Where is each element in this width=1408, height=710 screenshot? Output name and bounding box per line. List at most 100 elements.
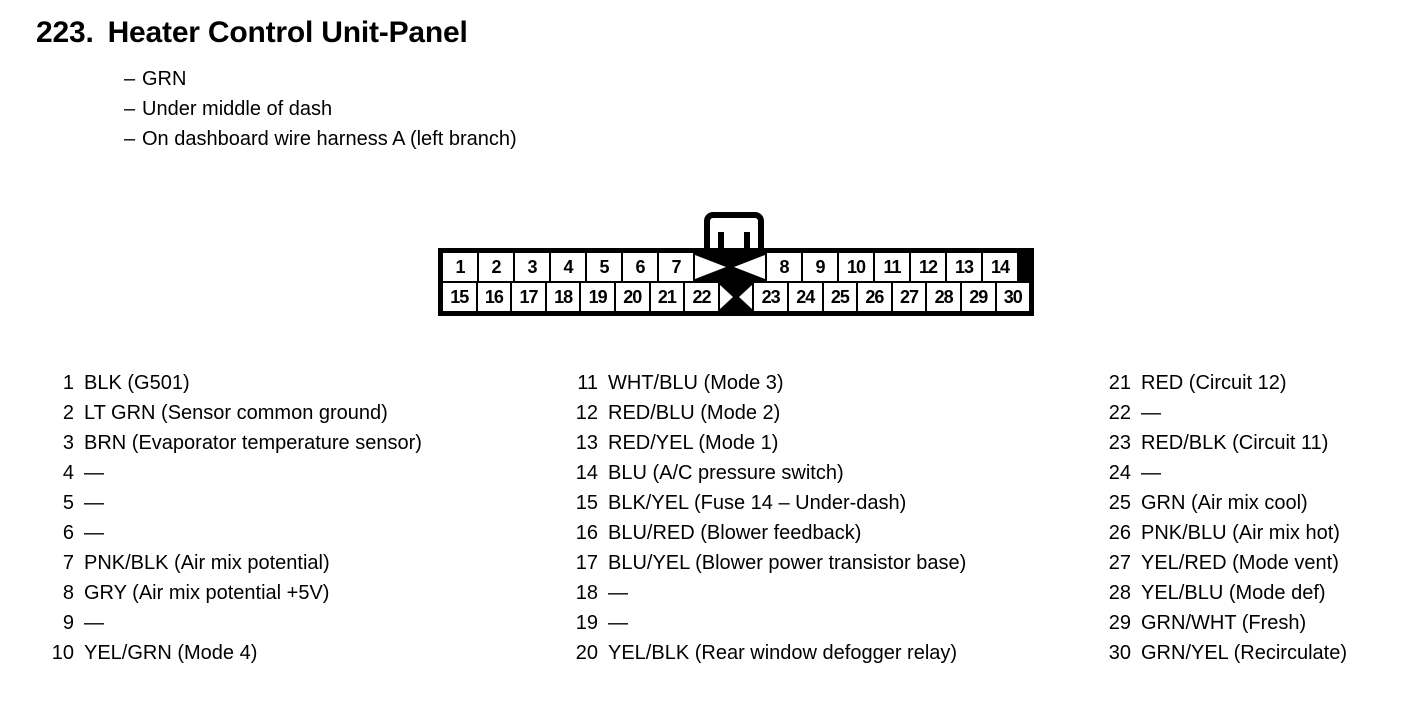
- connector-pin-21[interactable]: 21: [650, 283, 684, 311]
- connector-blank-cavity-top: [695, 253, 765, 281]
- connector-attribute-2: –Under middle of dash: [124, 94, 1376, 124]
- pin-legend-row: 13 RED/YEL (Mode 1): [572, 428, 1092, 458]
- pin-legend-label: RED (Circuit 12): [1141, 372, 1287, 394]
- connector-pin-30[interactable]: 30: [996, 283, 1030, 311]
- connector-pin-3[interactable]: 3: [515, 253, 549, 281]
- pin-legend-label: BLU (A/C pressure switch): [608, 462, 844, 484]
- pin-legend-label: YEL/GRN (Mode 4): [84, 642, 258, 664]
- pin-legend-row: 19 —: [572, 608, 1092, 638]
- pin-legend-label: BRN (Evaporator temperature sensor): [84, 432, 422, 454]
- connector-pin-14[interactable]: 14: [983, 253, 1017, 281]
- pin-legend-number: 26: [1108, 522, 1131, 544]
- connector-pin-18[interactable]: 18: [546, 283, 580, 311]
- pin-legend-label: —: [608, 612, 628, 634]
- connector-pin-17[interactable]: 17: [512, 283, 545, 311]
- pin-legend-number: 12: [575, 402, 598, 424]
- connector-pin-12[interactable]: 12: [911, 253, 945, 281]
- connector-pin-28[interactable]: 28: [927, 283, 960, 311]
- pin-legend-row: 9—: [48, 608, 548, 638]
- header-block: 223.Heater Control Unit-Panel –GRN–Under…: [36, 14, 1376, 154]
- pin-legend-number: 13: [575, 432, 598, 454]
- connector-attribute-1: –GRN: [124, 64, 1376, 94]
- connector-attribute-label: Under middle of dash: [142, 97, 333, 120]
- pin-legend-number: 20: [575, 642, 598, 664]
- connector-pin-7[interactable]: 7: [659, 253, 693, 281]
- connector-pin-4[interactable]: 4: [551, 253, 585, 281]
- pin-legend-number: 7: [62, 552, 74, 574]
- connector-pin-8[interactable]: 8: [767, 253, 801, 281]
- blank-x-wedge-left-icon: [719, 285, 733, 309]
- connector-pin-5[interactable]: 5: [587, 253, 621, 281]
- connector-pin-29[interactable]: 29: [961, 283, 995, 311]
- connector-attributes-list: –GRN–Under middle of dash–On dashboard w…: [124, 64, 1376, 154]
- pin-legend-number: 16: [575, 522, 598, 544]
- pin-legend-number: 18: [575, 582, 598, 604]
- pin-legend-number: 23: [1108, 432, 1131, 454]
- blank-x-wedge-left-icon: [695, 255, 726, 279]
- pin-legend-row: 2 LT GRN (Sensor common ground): [48, 398, 548, 428]
- connector-pin-24[interactable]: 24: [788, 283, 822, 311]
- connector-pin-20[interactable]: 20: [615, 283, 649, 311]
- pin-legend-label: WHT/BLU (Mode 3): [608, 372, 784, 394]
- connector-pin-2[interactable]: 2: [479, 253, 513, 281]
- pin-legend-number: 25: [1108, 492, 1131, 514]
- pin-legend-label: RED/YEL (Mode 1): [608, 432, 779, 454]
- connector-pin-11[interactable]: 11: [875, 253, 909, 281]
- connector-pin-26[interactable]: 26: [858, 283, 891, 311]
- blank-x-wedge-right-icon: [739, 285, 753, 309]
- pin-legend-label: RED/BLK (Circuit 11): [1141, 432, 1329, 454]
- bullet-dash-icon: –: [124, 97, 136, 120]
- connector-pin-9[interactable]: 9: [803, 253, 837, 281]
- connector-pin-22[interactable]: 22: [685, 283, 718, 311]
- pin-legend-label: BLU/YEL (Blower power transistor base): [608, 552, 967, 574]
- connector-attribute-3: –On dashboard wire harness A (left branc…: [124, 124, 1376, 154]
- pin-legend-number: 2: [62, 402, 74, 424]
- pin-legend-number: 22: [1108, 402, 1131, 424]
- pin-legend-row: 26 PNK/BLU (Air mix hot): [1105, 518, 1405, 548]
- pin-legend-number: 3: [62, 432, 74, 454]
- connector-pin-27[interactable]: 27: [892, 283, 926, 311]
- connector-pin-19[interactable]: 19: [581, 283, 614, 311]
- pin-legend-number: 19: [575, 612, 598, 634]
- connector-pin-1[interactable]: 1: [443, 253, 477, 281]
- bullet-dash-icon: –: [124, 127, 136, 150]
- pin-legend-label: —: [84, 612, 104, 634]
- pin-legend-label: GRY (Air mix potential +5V): [84, 582, 330, 604]
- pin-legend-number: 29: [1108, 612, 1131, 634]
- pin-legend-number: 15: [575, 492, 598, 514]
- pin-legend-number: 21: [1108, 372, 1131, 394]
- connector-pin-13[interactable]: 13: [947, 253, 981, 281]
- pin-legend-label: LT GRN (Sensor common ground): [84, 402, 388, 424]
- pin-legend-label: —: [84, 522, 104, 544]
- page-title-text: Heater Control Unit-Panel: [107, 16, 468, 49]
- locking-tab-icon: [704, 212, 764, 256]
- connector-pin-16[interactable]: 16: [477, 283, 511, 311]
- pin-legend-row: 3 BRN (Evaporator temperature sensor): [48, 428, 548, 458]
- pin-legend-label: BLK (G501): [84, 372, 190, 394]
- connector-pin-10[interactable]: 10: [839, 253, 873, 281]
- pin-legend-number: 9: [62, 612, 74, 634]
- pin-legend-label: PNK/BLU (Air mix hot): [1141, 522, 1340, 544]
- connector-pin-25[interactable]: 25: [823, 283, 857, 311]
- pin-legend-row: 4—: [48, 458, 548, 488]
- pin-legend-number: 5: [62, 492, 74, 514]
- pin-legend-number: 24: [1108, 462, 1131, 484]
- connector-blank-cavity-bottom: [719, 283, 753, 311]
- connector-pin-15[interactable]: 15: [443, 283, 476, 311]
- connector-pin-6[interactable]: 6: [623, 253, 657, 281]
- connector-pin-23[interactable]: 23: [754, 283, 787, 311]
- pin-legend-number: 30: [1108, 642, 1131, 664]
- pin-legend-row: 24—: [1105, 458, 1405, 488]
- connector-attribute-label: GRN: [142, 67, 187, 90]
